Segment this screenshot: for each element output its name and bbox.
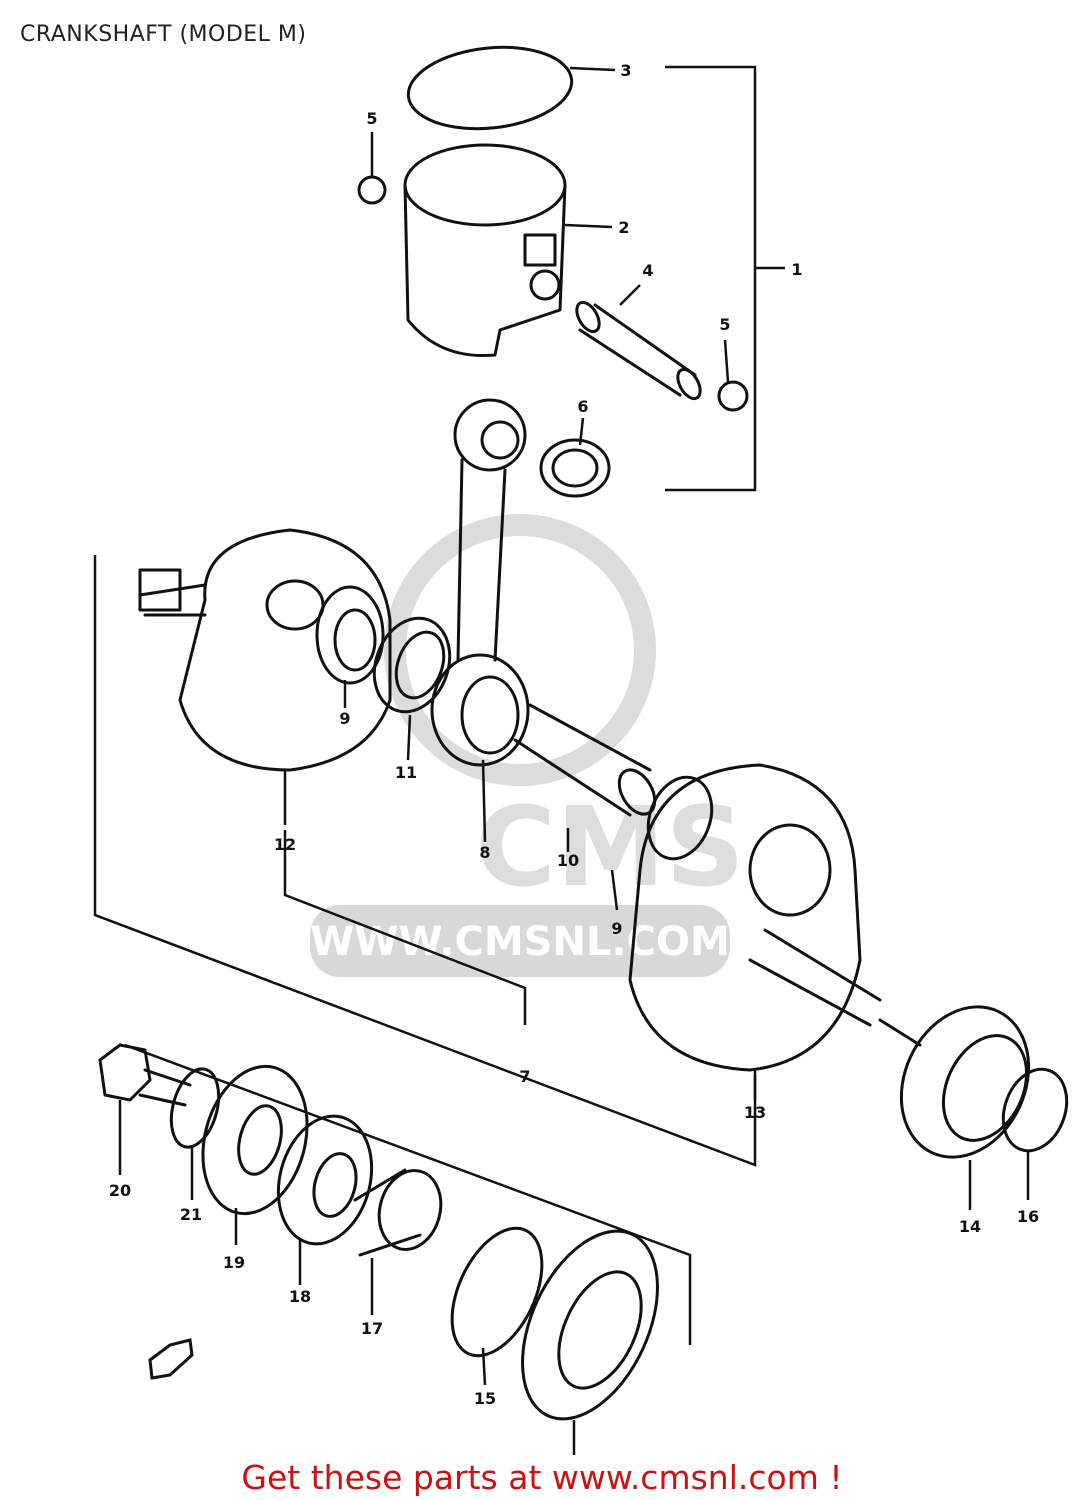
piston-pin [575, 300, 702, 401]
label-4: 4 [642, 261, 653, 280]
label-7: 7 [519, 1067, 530, 1086]
label-19: 19 [223, 1253, 245, 1272]
label-3: 3 [620, 61, 631, 80]
label-15: 15 [474, 1389, 496, 1408]
label-5-left: 5 [366, 109, 377, 128]
circlip-left [357, 175, 387, 205]
crankshaft-left [138, 528, 392, 772]
label-21: 21 [180, 1205, 202, 1224]
label-2: 2 [618, 218, 629, 237]
label-9-left: 9 [339, 709, 350, 728]
watermark-url: WWW.CMSNL.COM [310, 919, 730, 965]
crankshaft-right [628, 763, 922, 1072]
label-11: 11 [395, 763, 417, 782]
cmsnl-watermark: WWW.CMSNL.COM CMS [310, 514, 745, 977]
part-labels: 1 2 3 4 5 5 6 7 8 9 9 10 11 12 13 14 15 … [109, 61, 1039, 1408]
label-12: 12 [274, 835, 296, 854]
label-5-right: 5 [719, 315, 730, 334]
leader-lines [93, 65, 1030, 1455]
oil-seal-left [450, 1226, 544, 1358]
page-title: CRANKSHAFT (MODEL M) [20, 22, 307, 47]
small-end-bearing [539, 438, 611, 498]
label-8: 8 [479, 843, 490, 862]
label-9-right: 9 [611, 919, 622, 938]
circlip-right [717, 380, 749, 412]
piston-ring [406, 45, 574, 131]
label-6: 6 [577, 397, 588, 416]
primary-drive-gear [201, 1064, 309, 1216]
spacer [353, 1168, 443, 1257]
thrust-washer-right [646, 775, 714, 861]
label-18: 18 [289, 1287, 311, 1306]
label-13: 13 [744, 1103, 766, 1122]
connecting-rod [430, 398, 530, 767]
label-16: 16 [1017, 1207, 1039, 1226]
watermark-logo: CMS [475, 783, 744, 911]
label-17: 17 [361, 1319, 383, 1338]
main-bearing-right [899, 1005, 1031, 1159]
piston [403, 143, 567, 358]
label-14-right: 14 [959, 1217, 981, 1236]
footer-link[interactable]: Get these parts at www.cmsnl.com ! [241, 1458, 843, 1497]
label-10: 10 [557, 851, 579, 870]
label-20: 20 [109, 1181, 131, 1200]
washer [169, 1067, 221, 1149]
oil-seal-right [1001, 1067, 1069, 1153]
label-1: 1 [791, 260, 802, 279]
big-end-bearing [372, 616, 452, 714]
front-direction-arrow [148, 1338, 194, 1380]
